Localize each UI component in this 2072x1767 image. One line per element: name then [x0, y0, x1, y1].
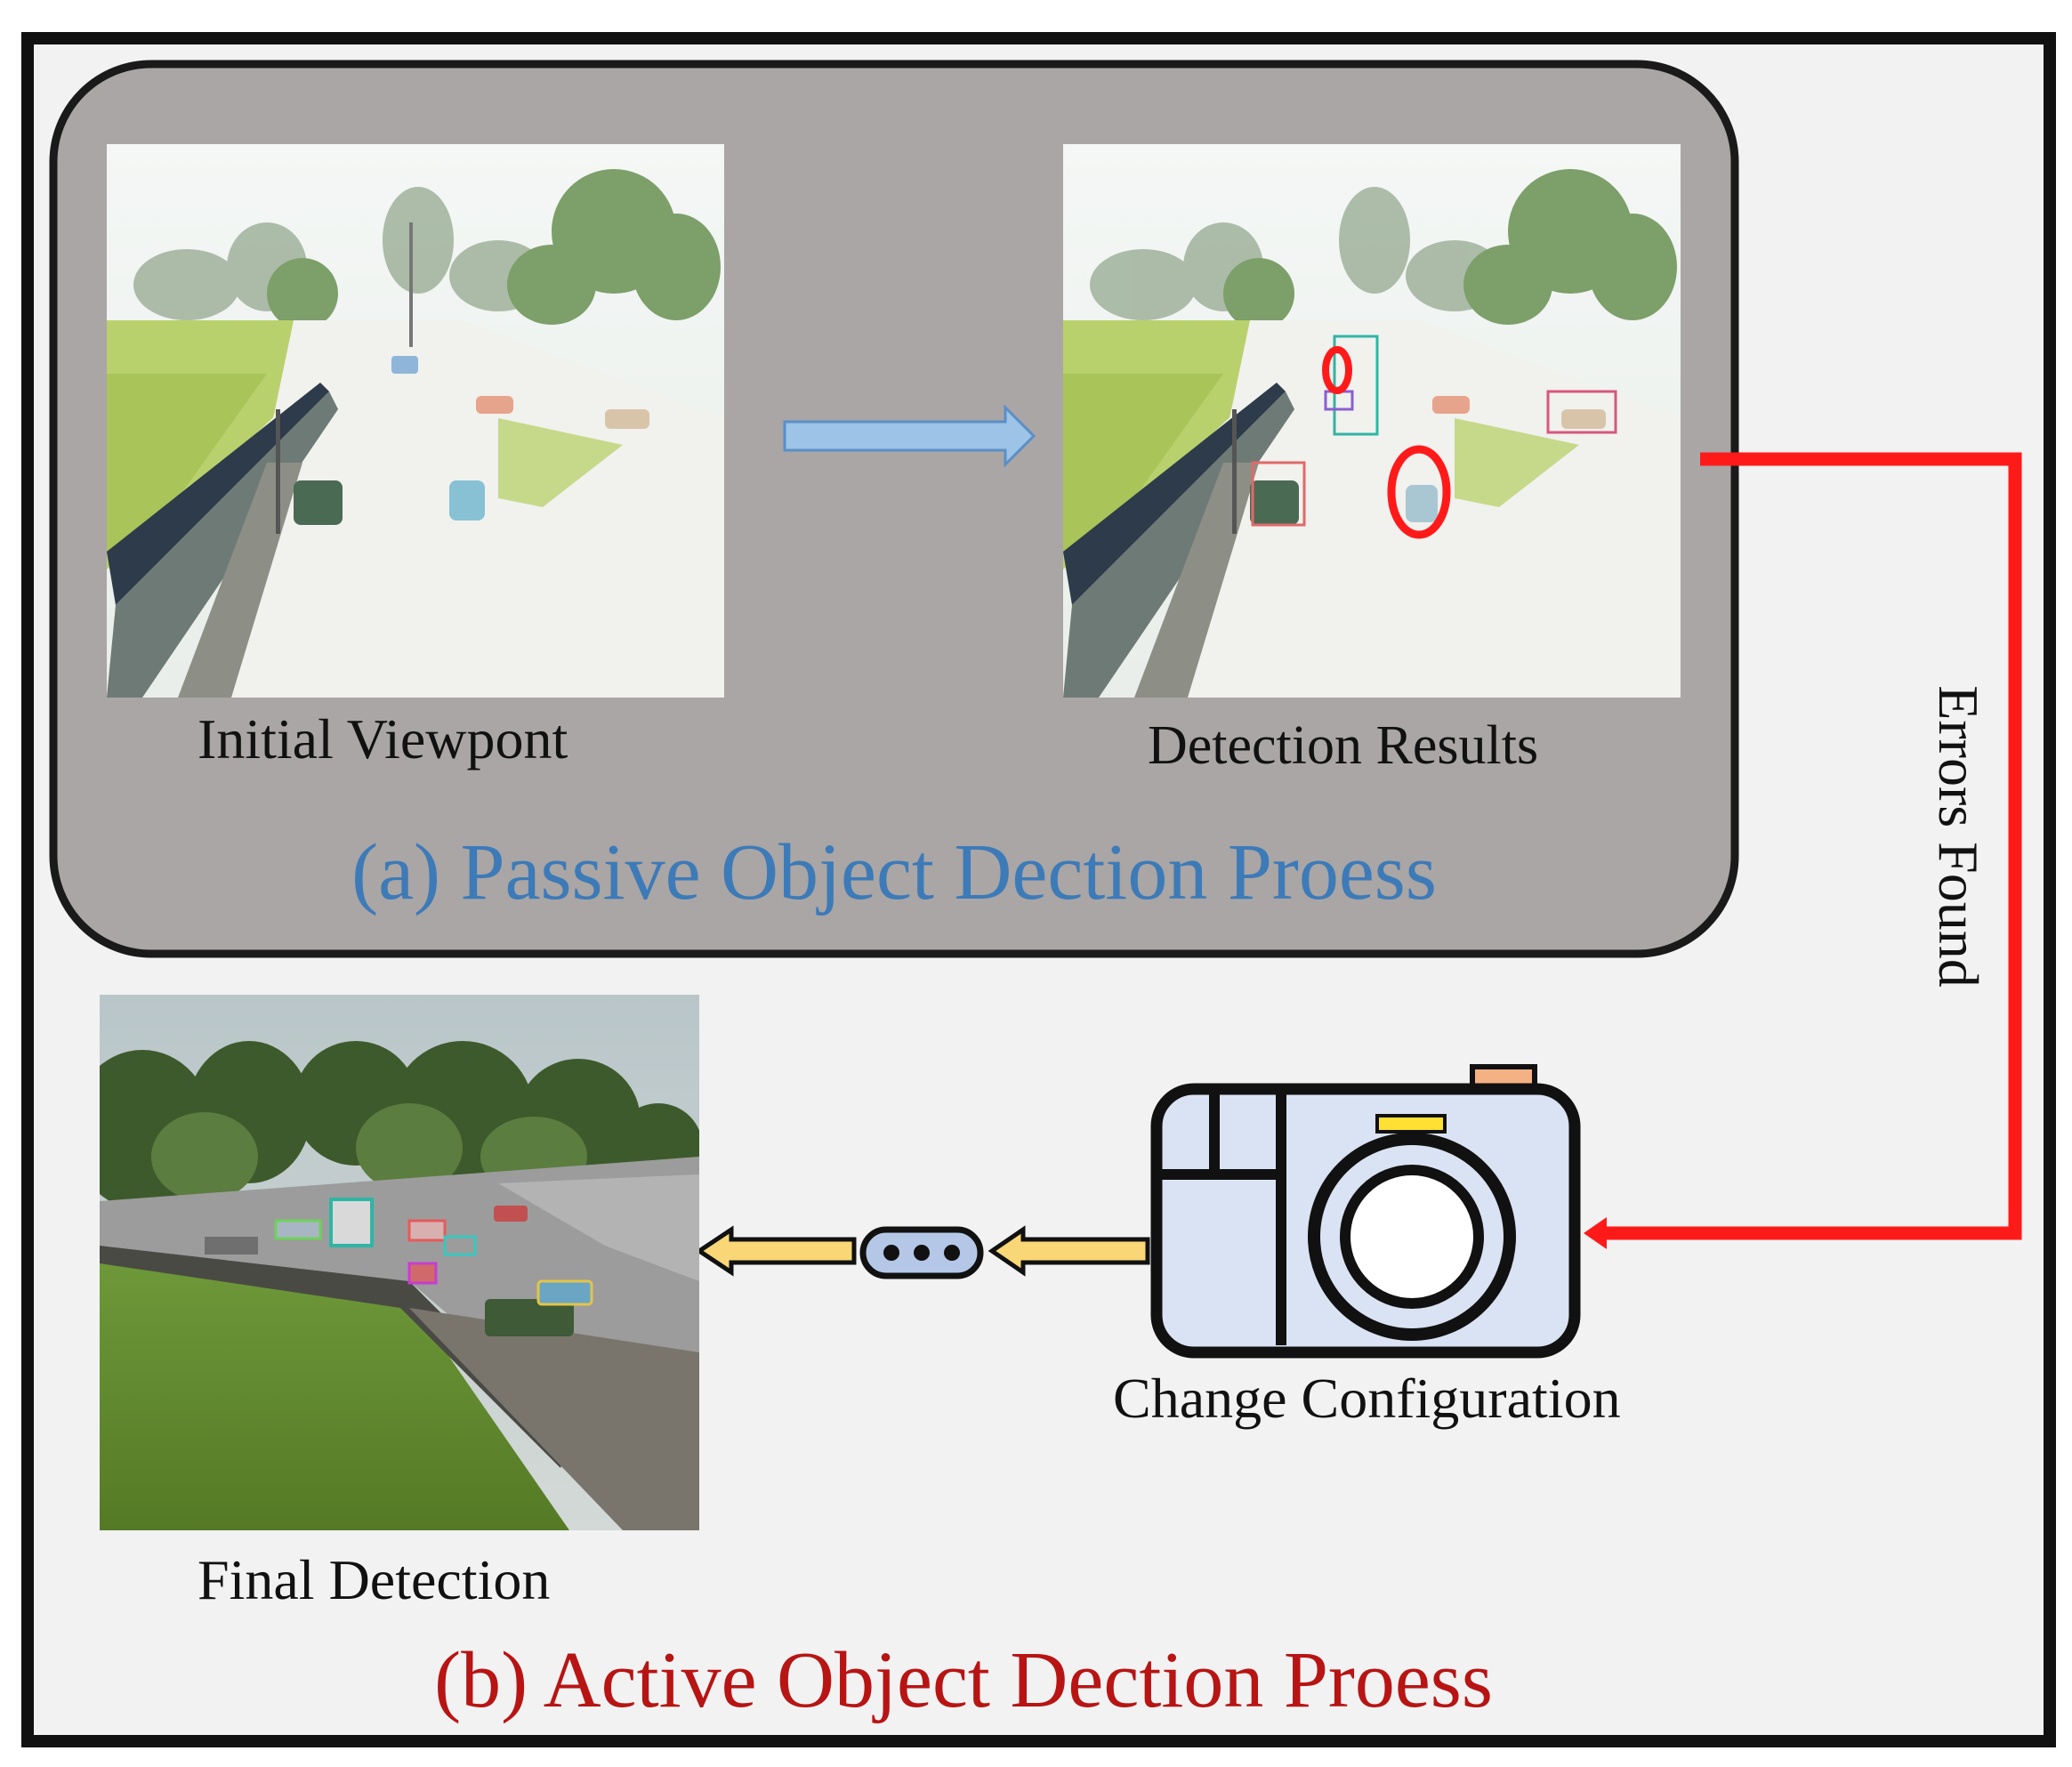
errors-found-label: Errors Found: [1927, 685, 1990, 988]
left-arrow-icon: [988, 1225, 1150, 1277]
passive-panel-title: (a) Passive Object Dection Proess: [351, 828, 1437, 916]
error-marker: [1387, 445, 1451, 539]
initial-viewpoint-caption: Initial Viewpont: [198, 707, 568, 771]
arrow-head-icon: [1584, 1217, 1607, 1249]
detection-results-caption: Detection Results: [1148, 715, 1538, 776]
change-configuration-caption: Change Configuration: [1113, 1367, 1621, 1430]
errors-found-connector: [1601, 452, 2022, 1240]
final-detection-image: [100, 995, 699, 1530]
right-arrow-icon: [783, 404, 1036, 468]
camera-icon: [1150, 1064, 1581, 1359]
initial-viewpoint-image: [107, 144, 724, 698]
left-arrow-icon: [695, 1225, 857, 1277]
final-detection-caption: Final Detection: [198, 1548, 550, 1611]
error-marker: [1322, 346, 1352, 394]
detection-results-image: [1063, 144, 1681, 698]
ellipsis-icon: [859, 1226, 984, 1279]
active-panel-title: (b) Active Object Dection Proess: [434, 1636, 1493, 1724]
